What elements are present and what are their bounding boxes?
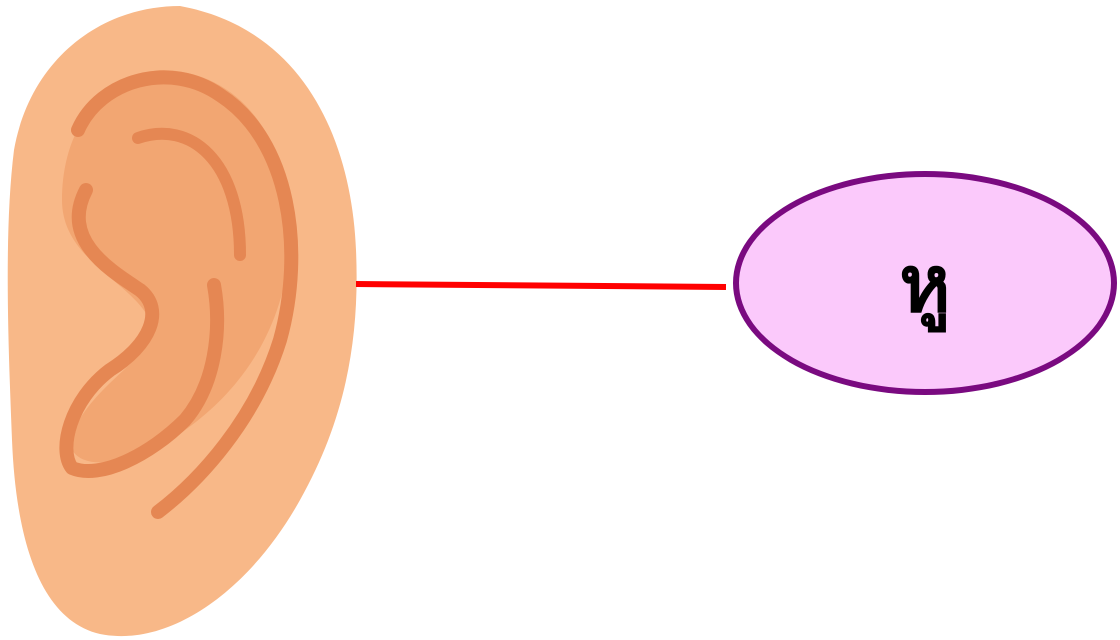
ear-icon	[0, 0, 370, 640]
label-bubble: หู	[733, 171, 1117, 395]
label-text: หู	[899, 246, 950, 324]
